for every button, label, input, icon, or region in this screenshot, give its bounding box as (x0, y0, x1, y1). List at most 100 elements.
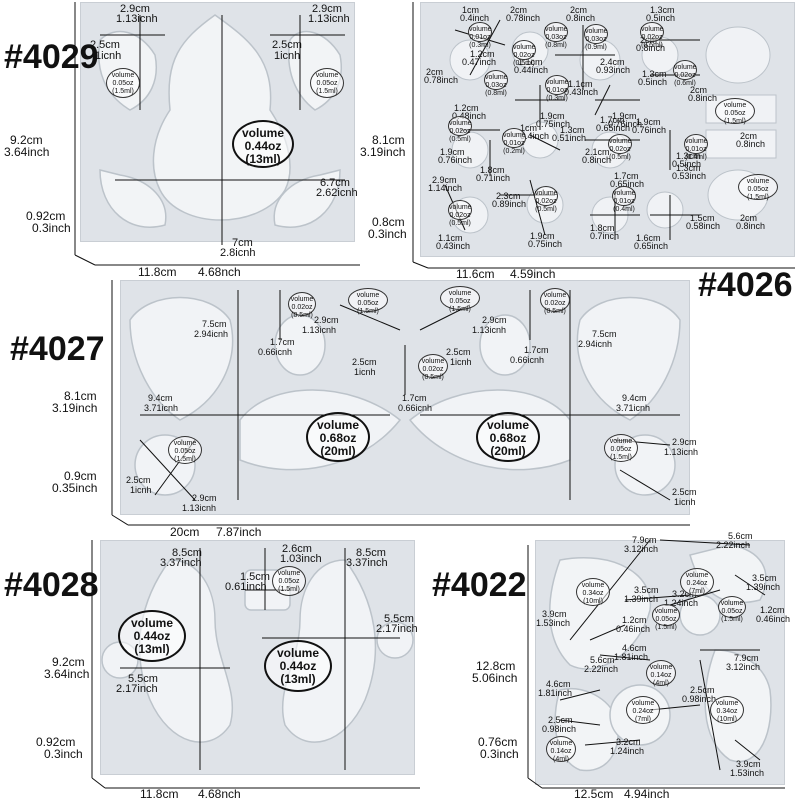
volume-text: volume (449, 204, 472, 211)
volume-text: 0.02oz (641, 34, 663, 41)
volume-text: (0.5ml) (449, 220, 471, 227)
dim-label: 0.66icnh (258, 347, 293, 357)
volume-text: volume (649, 664, 673, 671)
volume-text: 0.01oz (685, 146, 707, 153)
dim-width-cm: 11.8cm (138, 265, 177, 279)
dim-label: 0.71inch (476, 173, 511, 183)
mold-4029-image (80, 2, 355, 242)
dim-label: 1.81inch (614, 652, 649, 662)
dim-label: 0.48inch (452, 111, 487, 121)
dim-label: 3.12inch (726, 662, 761, 672)
dim-label: 0.4inch (460, 13, 490, 23)
dim-label: 7.9cm (734, 653, 759, 663)
dim-label: 1icnh (354, 367, 376, 377)
volume-text: volume (609, 138, 632, 145)
dim-label: 3.37inch (346, 557, 388, 569)
dim-label: 0.8inch (636, 43, 666, 53)
dim-height-cm: 8.1cm (372, 133, 405, 147)
dim-label: 8.5cm (356, 547, 386, 559)
volume-text: 0.24oz (686, 580, 708, 587)
dim-width-inch: 7.87inch (216, 525, 262, 539)
dim-label: 1.3cm (676, 163, 701, 173)
volume-text: (0.5ml) (291, 312, 313, 319)
dim-label: 2.22inch (584, 664, 619, 674)
dim-label: 1.3cm (676, 151, 701, 161)
volume-text: volume (290, 296, 314, 303)
dim-label: 7.5cm (592, 329, 617, 339)
dim-label: 1.7cm (270, 337, 295, 347)
dim-label: 2.5cm (90, 39, 120, 51)
model-number-4026: #4026 (698, 266, 793, 304)
volume-text: (10ml) (717, 716, 737, 723)
dim-label: 0.51inch (552, 133, 587, 143)
dim-label: 3.5cm (752, 573, 777, 583)
volume-text: (0.5ml) (422, 374, 444, 381)
dim-thickness-inch: 0.3inch (44, 747, 83, 761)
volume-text: volume (449, 120, 472, 127)
dim-label: 0.78inch (506, 13, 541, 23)
dim-height-inch: 3.19inch (360, 145, 406, 159)
dim-label: 1.53inch (730, 768, 765, 778)
volume-text: volume (356, 292, 380, 299)
dim-height-cm: 12.8cm (476, 659, 516, 673)
dim-label: 1.7cm (600, 115, 625, 125)
dim-label: 1.3cm (650, 5, 675, 15)
dim-label: 3.2cm (616, 737, 641, 747)
dim-label: 3.12inch (624, 544, 659, 554)
volume-text: (1.5ml) (174, 456, 196, 463)
dim-label: 1.14inch (428, 183, 463, 193)
volume-text: volume (469, 26, 492, 33)
volume-text: volume (746, 178, 770, 185)
volume-text: volume (723, 102, 747, 109)
volume-text: volume (685, 138, 708, 145)
dim-label: 3.71icnh (144, 403, 179, 413)
dim-label: 1.6cm (636, 233, 661, 243)
dim-label: 4.6cm (546, 679, 571, 689)
volume-text: volume (581, 582, 605, 589)
volume-text: volume (715, 700, 739, 707)
dim-label: 0.65inch (596, 123, 631, 133)
dim-label: 1icnh (130, 485, 152, 495)
volume-text: (4ml) (553, 756, 569, 763)
dim-label: 2.5cm (446, 347, 471, 357)
volume-text: volume (613, 190, 636, 197)
dim-label: 2.3cm (496, 191, 521, 201)
volume-text: volume (685, 572, 709, 579)
dim-label: 4.6cm (622, 643, 647, 653)
volume-text: volume (485, 74, 508, 81)
volume-text: (0.5ml) (449, 136, 471, 143)
dim-label: 1icnh (450, 357, 472, 367)
dim-label: 0.46inch (616, 624, 651, 634)
dim-label: 1.13icnh (308, 13, 350, 25)
volume-text: 0.14oz (550, 748, 572, 755)
volume-text: 0.02oz (609, 146, 631, 153)
dim-label: 0.47inch (462, 57, 497, 67)
dim-label: 0.8inch (688, 93, 718, 103)
dim-label: 0.76inch (608, 119, 643, 129)
dim-label: 0.89inch (492, 199, 527, 209)
dim-label: 2.9cm (314, 315, 339, 325)
dim-thickness-cm: 0.92cm (36, 735, 76, 749)
dim-label: 1icnh (674, 497, 696, 507)
dim-label: 2.8icnh (220, 247, 256, 259)
dim-label: 0.75inch (536, 119, 571, 129)
dim-label: 1.9cm (440, 147, 465, 157)
dim-label: 0.5inch (672, 159, 702, 169)
dim-label: 3.9cm (542, 609, 567, 619)
dim-label: 0.75inch (528, 239, 563, 249)
